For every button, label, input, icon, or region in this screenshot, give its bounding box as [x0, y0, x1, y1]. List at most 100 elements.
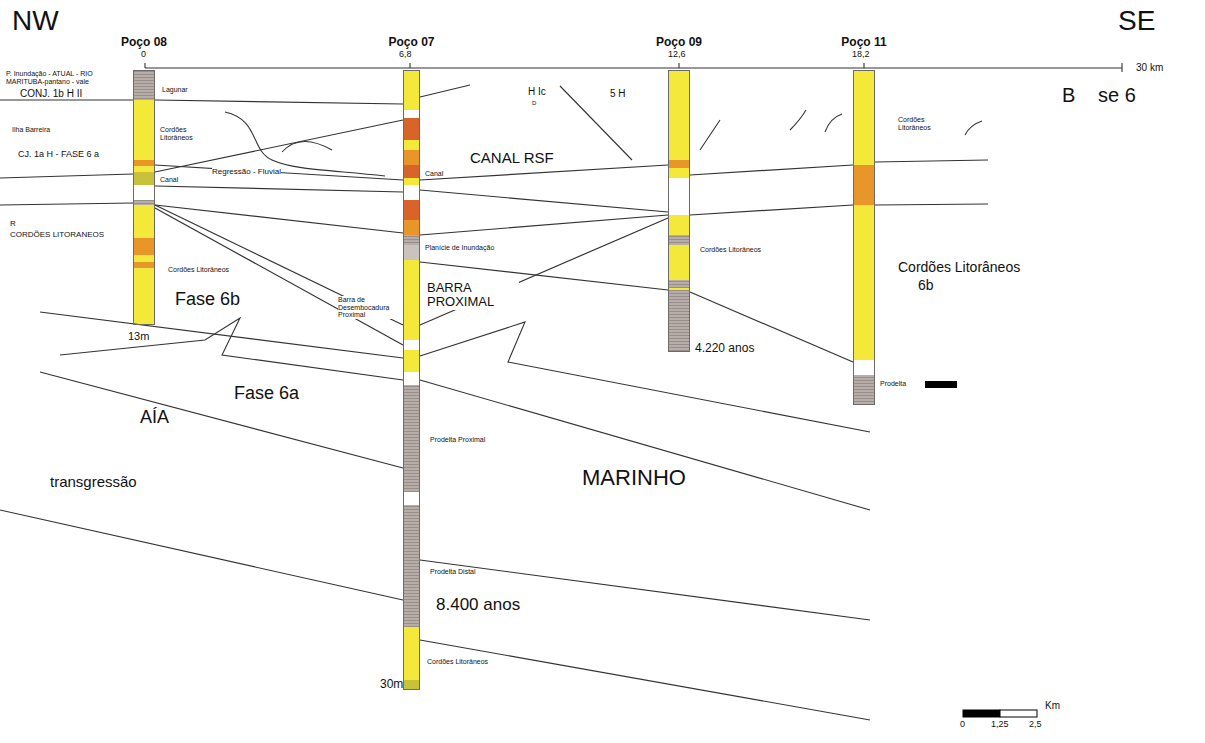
section-label: Planície de Inundação	[425, 244, 494, 252]
section-label: 12,6	[668, 50, 686, 60]
facies-band	[403, 235, 420, 245]
distance-axis	[145, 67, 1122, 68]
facies-band	[403, 340, 420, 350]
section-label: CANAL RSF	[470, 150, 554, 167]
section-label: 30 km	[1136, 62, 1163, 73]
facies-band	[133, 166, 155, 172]
correlation-line	[420, 215, 668, 235]
facies-band	[403, 185, 420, 200]
section-label: NW	[12, 6, 59, 37]
redaction-bar	[925, 381, 957, 388]
facies-band	[668, 178, 690, 215]
facies-band	[133, 160, 155, 166]
scale-bar	[1000, 710, 1037, 717]
section-label: Cordões Litorâneos	[700, 246, 761, 254]
correlation-line	[155, 165, 403, 180]
facies-band	[403, 680, 420, 690]
correlation-line	[420, 380, 870, 720]
section-label: Fase 6a	[234, 384, 299, 404]
section-label: Fase 6b	[175, 290, 240, 310]
facies-band	[403, 140, 420, 150]
section-label: Prodelta Proximal	[430, 436, 485, 444]
section-label: B	[1062, 84, 1075, 106]
facies-band	[403, 200, 420, 220]
facies-band	[853, 375, 875, 405]
section-label: MARINHO	[582, 466, 686, 490]
scale-bar	[963, 710, 1000, 717]
correlation-line	[155, 100, 403, 104]
section-label: 6b	[918, 278, 934, 293]
correlation-line	[155, 120, 403, 172]
section-label: 13m	[128, 330, 149, 342]
well-column: Poço 11	[853, 70, 875, 405]
facies-band	[853, 205, 875, 360]
well-name: Poço 09	[656, 35, 702, 49]
section-label: 6,8	[399, 50, 412, 60]
section-label: R	[10, 220, 16, 229]
facies-band	[668, 160, 690, 168]
section-label: CONJ. 1b H II	[20, 88, 82, 99]
correlation-line	[420, 165, 668, 180]
facies-band	[668, 245, 690, 280]
facies-band	[668, 290, 690, 352]
section-label: D	[532, 100, 536, 107]
well-name: Poço 07	[388, 35, 434, 49]
facies-band	[133, 172, 155, 185]
section-label: Cordões Litorâneos	[427, 658, 488, 666]
section-label: 1,25	[991, 720, 1009, 730]
facies-band	[668, 288, 690, 290]
section-label: Ilha Barreira	[12, 126, 50, 134]
facies-band	[403, 118, 420, 140]
section-label: CJ. 1a H - FASE 6 a	[18, 150, 99, 160]
facies-band	[403, 110, 420, 118]
section-label: 8.400 anos	[436, 596, 520, 615]
facies-band	[133, 268, 155, 325]
correlation-line	[420, 218, 668, 325]
boundary-line	[225, 112, 385, 176]
correlation-line	[690, 292, 853, 362]
boundary-line	[420, 85, 720, 160]
facies-band	[668, 235, 690, 245]
section-label: se 6	[1098, 84, 1136, 106]
section-label: Cordões Litorâneos	[898, 260, 1020, 275]
facies-band	[668, 168, 690, 178]
facies-band	[133, 185, 155, 200]
axis-ticks	[145, 63, 1122, 72]
facies-band	[133, 238, 155, 255]
facies-band	[403, 150, 420, 165]
section-label: Lagunar	[162, 86, 188, 94]
section-label: 0	[141, 50, 146, 60]
facies-band	[403, 178, 420, 185]
facies-band	[133, 205, 155, 238]
correlation-line	[0, 372, 403, 600]
section-label: SE	[1118, 6, 1155, 37]
section-label: H Ic	[528, 86, 546, 97]
facies-band	[853, 70, 875, 165]
section-label: Prodelta Distal	[430, 568, 476, 576]
facies-band	[403, 492, 420, 505]
facies-band	[403, 385, 420, 492]
section-label: 0	[960, 720, 965, 730]
section-label: P. Inundação - ATUAL - RIO MARITUBA-pant…	[6, 70, 132, 85]
section-label: Barra de Desembocadura Proximal	[338, 296, 400, 319]
section-label: 5 H	[610, 88, 626, 99]
facies-band	[403, 220, 420, 235]
correlation-line	[690, 165, 853, 175]
facies-band	[403, 165, 420, 178]
boundary-line	[790, 110, 982, 135]
correlation-line	[155, 186, 403, 192]
facies-band	[403, 627, 420, 680]
section-label: Canal	[425, 170, 443, 178]
section-label: 2,5	[1029, 720, 1042, 730]
section-label: Km	[1045, 700, 1060, 711]
facies-band	[133, 262, 155, 268]
correlation-line	[875, 160, 988, 205]
section-label: BARRA PROXIMAL	[427, 281, 519, 310]
facies-band	[403, 505, 420, 627]
facies-band	[668, 280, 690, 288]
section-label: Prodelta	[880, 380, 906, 388]
well-name: Poço 08	[121, 35, 167, 49]
section-label: 30m	[380, 678, 403, 691]
section-label: Canal	[160, 176, 178, 184]
